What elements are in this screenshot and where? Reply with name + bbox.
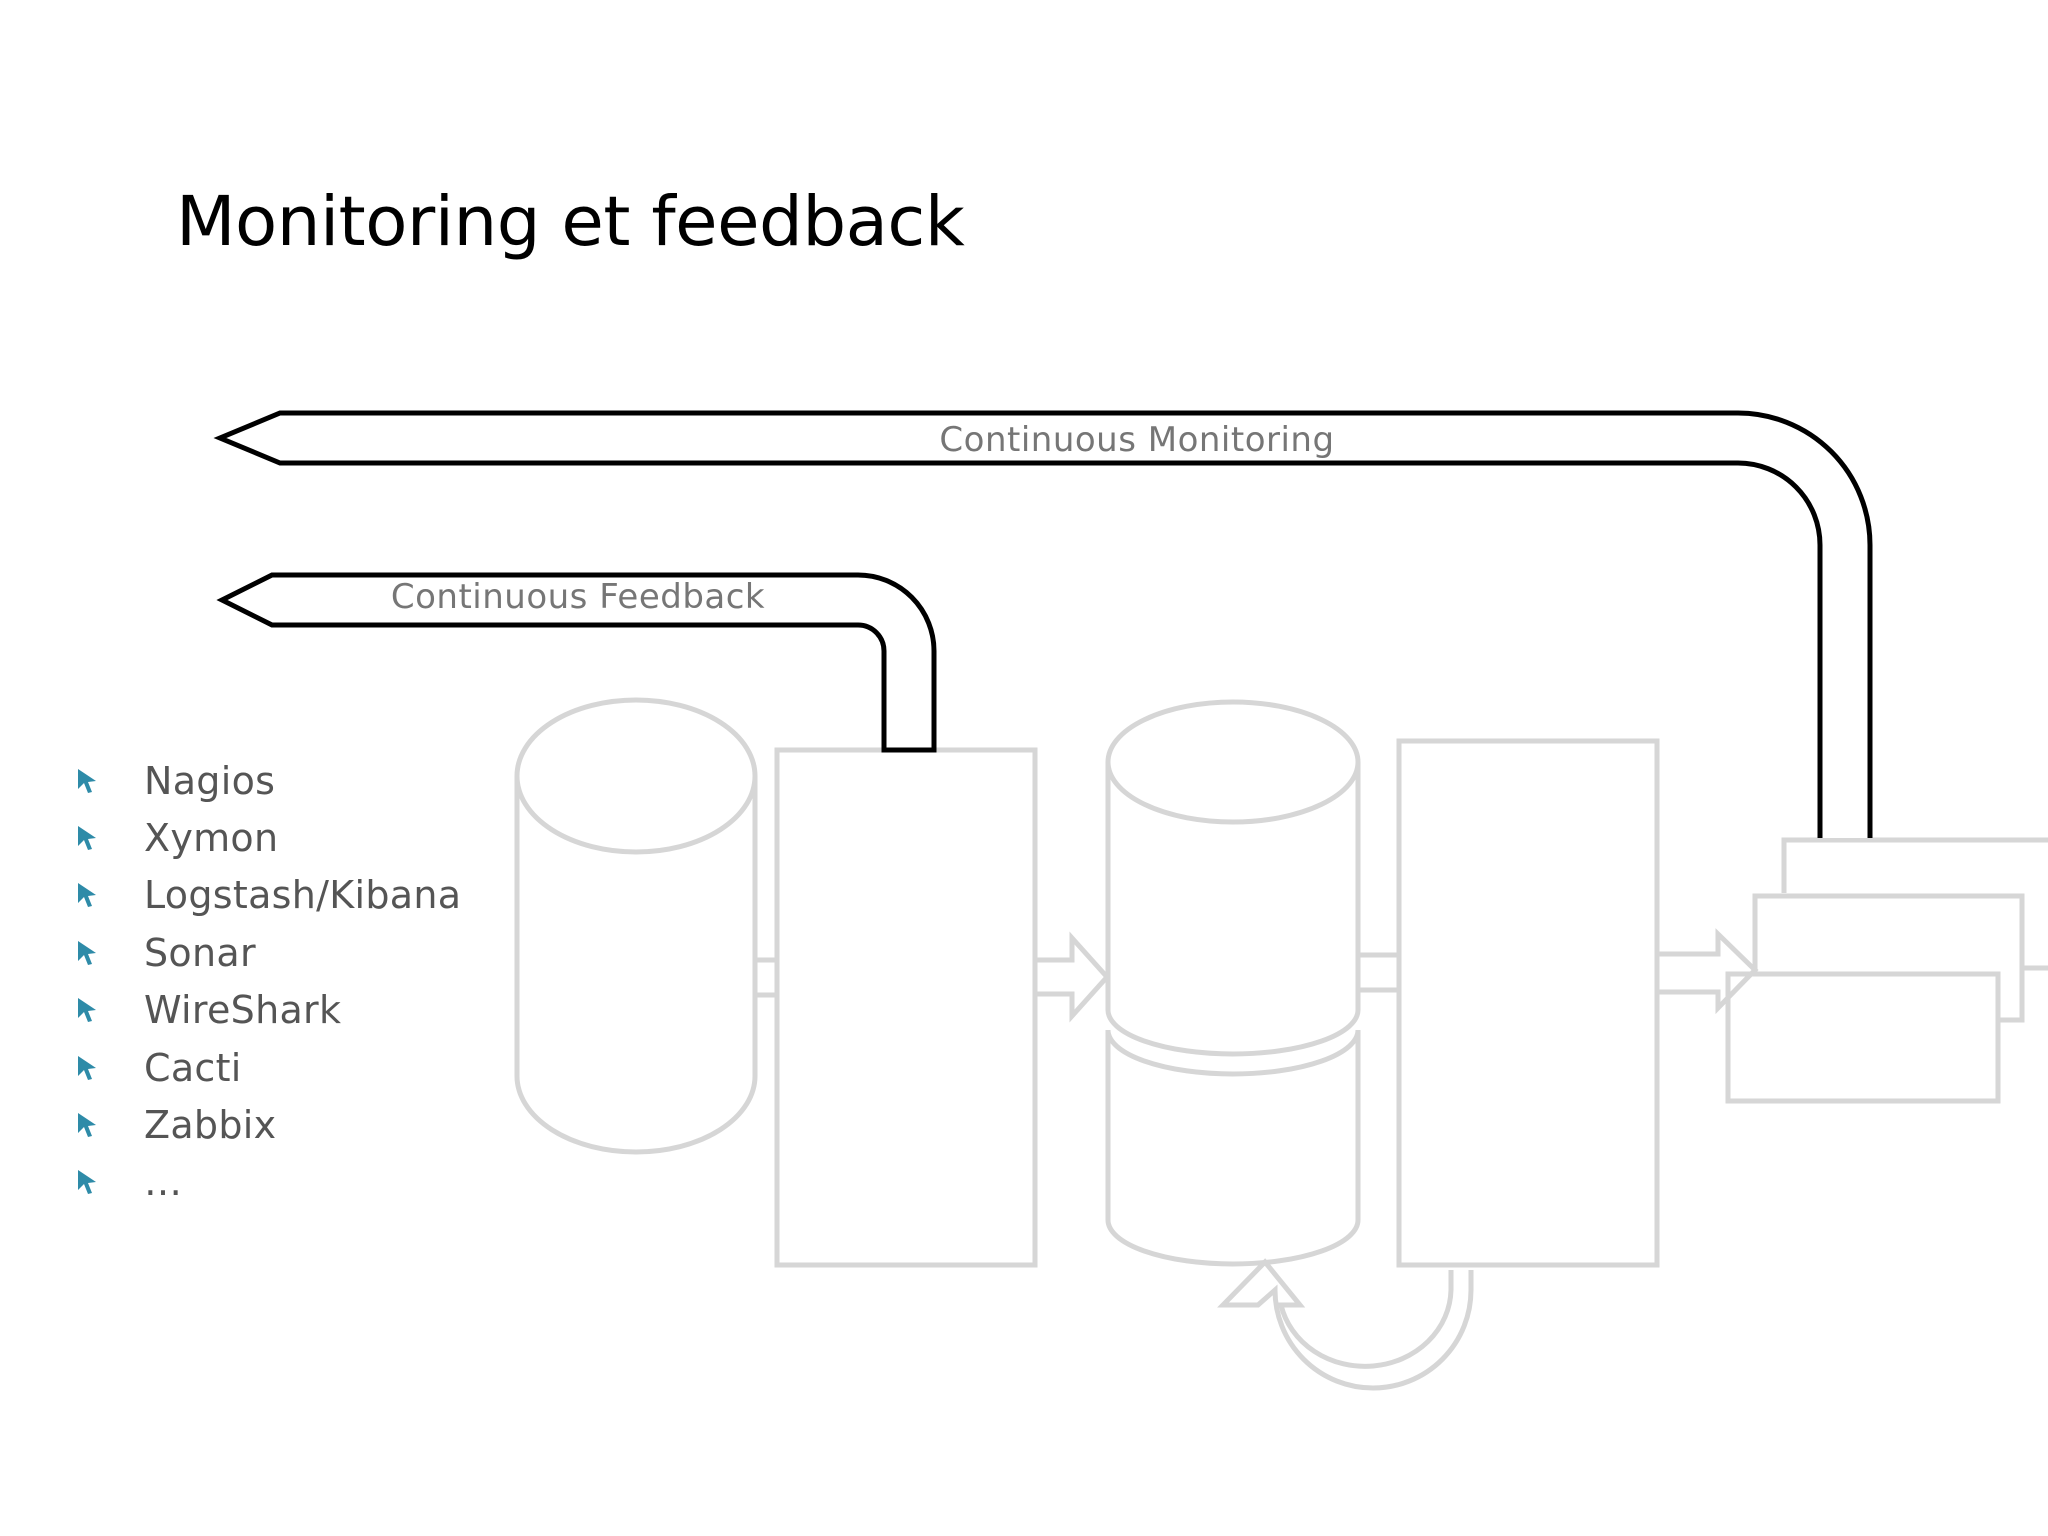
continuous-monitoring-arrow: [213, 410, 1873, 838]
arrow-bullet-icon: [76, 1039, 144, 1096]
deploy-box: [1396, 738, 1660, 1268]
arrow-bullet-icon: [76, 924, 144, 981]
list-item: Logstash/Kibana: [76, 867, 461, 924]
hollow-arrow-deploy-to-servers: [1657, 928, 1759, 1015]
source-repository-cylinder: [514, 697, 758, 1155]
arrow-bullet-icon: [76, 1096, 144, 1153]
list-item: …: [76, 1154, 461, 1211]
arrow-bullet-icon: [76, 752, 144, 809]
connector-cylinder-to-build: [755, 957, 777, 998]
tool-label: …: [144, 1160, 183, 1205]
arrow-bullet-icon: [76, 982, 144, 1039]
tool-label: Logstash/Kibana: [144, 873, 462, 918]
loopback-arrow: [1217, 1258, 1474, 1391]
pipeline-background: [514, 697, 2048, 1391]
artifact-storage-cylinders: [1105, 699, 1361, 1267]
server-stack: [1725, 837, 2048, 1104]
tool-label: WireShark: [144, 988, 342, 1033]
tool-label: Xymon: [144, 816, 279, 861]
list-item: Zabbix: [76, 1096, 461, 1153]
list-item: Nagios: [76, 752, 461, 809]
arrow-bullet-icon: [76, 867, 144, 924]
continuous-feedback-label: Continuous Feedback: [391, 577, 765, 617]
continuous-feedback-arrow: [216, 572, 937, 753]
tool-label: Zabbix: [144, 1103, 277, 1148]
tool-label: Sonar: [144, 930, 256, 975]
tool-label: Cacti: [144, 1045, 242, 1090]
monitoring-tools-list: Nagios Xymon Logstash/Kibana Sonar WireS…: [76, 752, 461, 1211]
continuous-monitoring-label: Continuous Monitoring: [939, 420, 1334, 460]
list-item: Sonar: [76, 924, 461, 981]
connector-storage-to-deploy: [1358, 952, 1399, 993]
arrow-bullet-icon: [76, 1154, 144, 1211]
arrow-bullet-icon: [76, 809, 144, 866]
list-item: WireShark: [76, 982, 461, 1039]
list-item: Cacti: [76, 1039, 461, 1096]
tool-label: Nagios: [144, 758, 276, 803]
list-item: Xymon: [76, 809, 461, 866]
build-box: [774, 747, 1038, 1268]
page-title: Monitoring et feedback: [176, 182, 965, 262]
hollow-arrow-build-to-storage: [1035, 931, 1111, 1023]
